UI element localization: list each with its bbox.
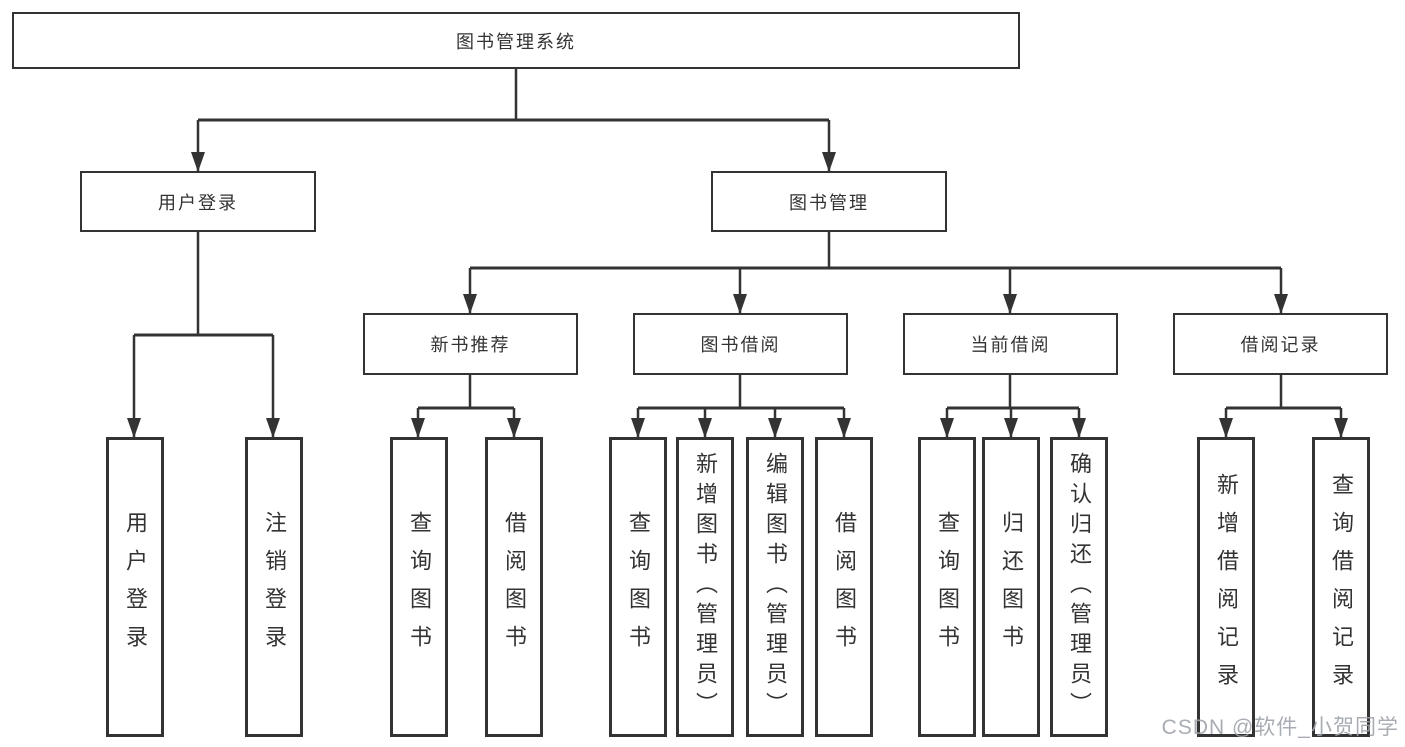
node-new-book-recommend: 新书推荐 bbox=[363, 313, 578, 375]
leaf-return-book-label: 归还图书 bbox=[999, 511, 1024, 663]
node-borrow-records: 借阅记录 bbox=[1173, 313, 1388, 375]
leaf-confirm-return-admin-label: 确认归还（管理员） bbox=[1067, 452, 1092, 722]
leaf-logout: 注销登录 bbox=[245, 437, 303, 737]
leaf-query-books-recommend: 查询图书 bbox=[390, 437, 448, 737]
node-current-borrow: 当前借阅 bbox=[903, 313, 1118, 375]
node-book-borrow-label: 图书借阅 bbox=[700, 335, 781, 355]
node-new-book-recommend-label: 新书推荐 bbox=[430, 335, 511, 355]
leaf-borrow-books: 借阅图书 bbox=[815, 437, 873, 737]
leaf-query-books-recommend-label: 查询图书 bbox=[407, 511, 432, 663]
leaf-add-book-admin: 新增图书（管理员） bbox=[676, 437, 734, 737]
leaf-add-book-admin-label: 新增图书（管理员） bbox=[693, 452, 718, 722]
leaf-borrow-books-recommend-label: 借阅图书 bbox=[502, 511, 527, 663]
leaf-user-login: 用户登录 bbox=[106, 437, 164, 737]
leaf-query-books-borrow-label: 查询图书 bbox=[626, 511, 651, 663]
leaf-borrow-books-recommend: 借阅图书 bbox=[485, 437, 543, 737]
node-current-borrow-label: 当前借阅 bbox=[970, 335, 1051, 355]
leaf-query-books-borrow: 查询图书 bbox=[609, 437, 667, 737]
leaf-borrow-books-label: 借阅图书 bbox=[832, 511, 857, 663]
leaf-query-borrow-record: 查询借阅记录 bbox=[1312, 437, 1370, 737]
leaf-edit-book-admin-label: 编辑图书（管理员） bbox=[763, 452, 788, 722]
leaf-add-borrow-record: 新增借阅记录 bbox=[1197, 437, 1255, 737]
node-borrow-records-label: 借阅记录 bbox=[1240, 335, 1321, 355]
leaf-add-borrow-record-label: 新增借阅记录 bbox=[1214, 473, 1239, 701]
node-root-label: 图书管理系统 bbox=[456, 31, 576, 52]
node-book-management-label: 图书管理 bbox=[789, 192, 869, 213]
node-book-borrow: 图书借阅 bbox=[633, 313, 848, 375]
leaf-query-borrow-record-label: 查询借阅记录 bbox=[1329, 473, 1354, 701]
leaf-query-books-current-label: 查询图书 bbox=[935, 511, 960, 663]
node-book-management: 图书管理 bbox=[711, 171, 947, 232]
node-root: 图书管理系统 bbox=[12, 12, 1020, 69]
leaf-edit-book-admin: 编辑图书（管理员） bbox=[746, 437, 804, 737]
leaf-query-books-current: 查询图书 bbox=[918, 437, 976, 737]
leaf-logout-label: 注销登录 bbox=[262, 511, 287, 663]
node-user-login: 用户登录 bbox=[80, 171, 316, 232]
leaf-user-login-label: 用户登录 bbox=[123, 511, 148, 663]
leaf-return-book: 归还图书 bbox=[982, 437, 1040, 737]
leaf-confirm-return-admin: 确认归还（管理员） bbox=[1050, 437, 1108, 737]
node-user-login-label: 用户登录 bbox=[158, 192, 238, 213]
